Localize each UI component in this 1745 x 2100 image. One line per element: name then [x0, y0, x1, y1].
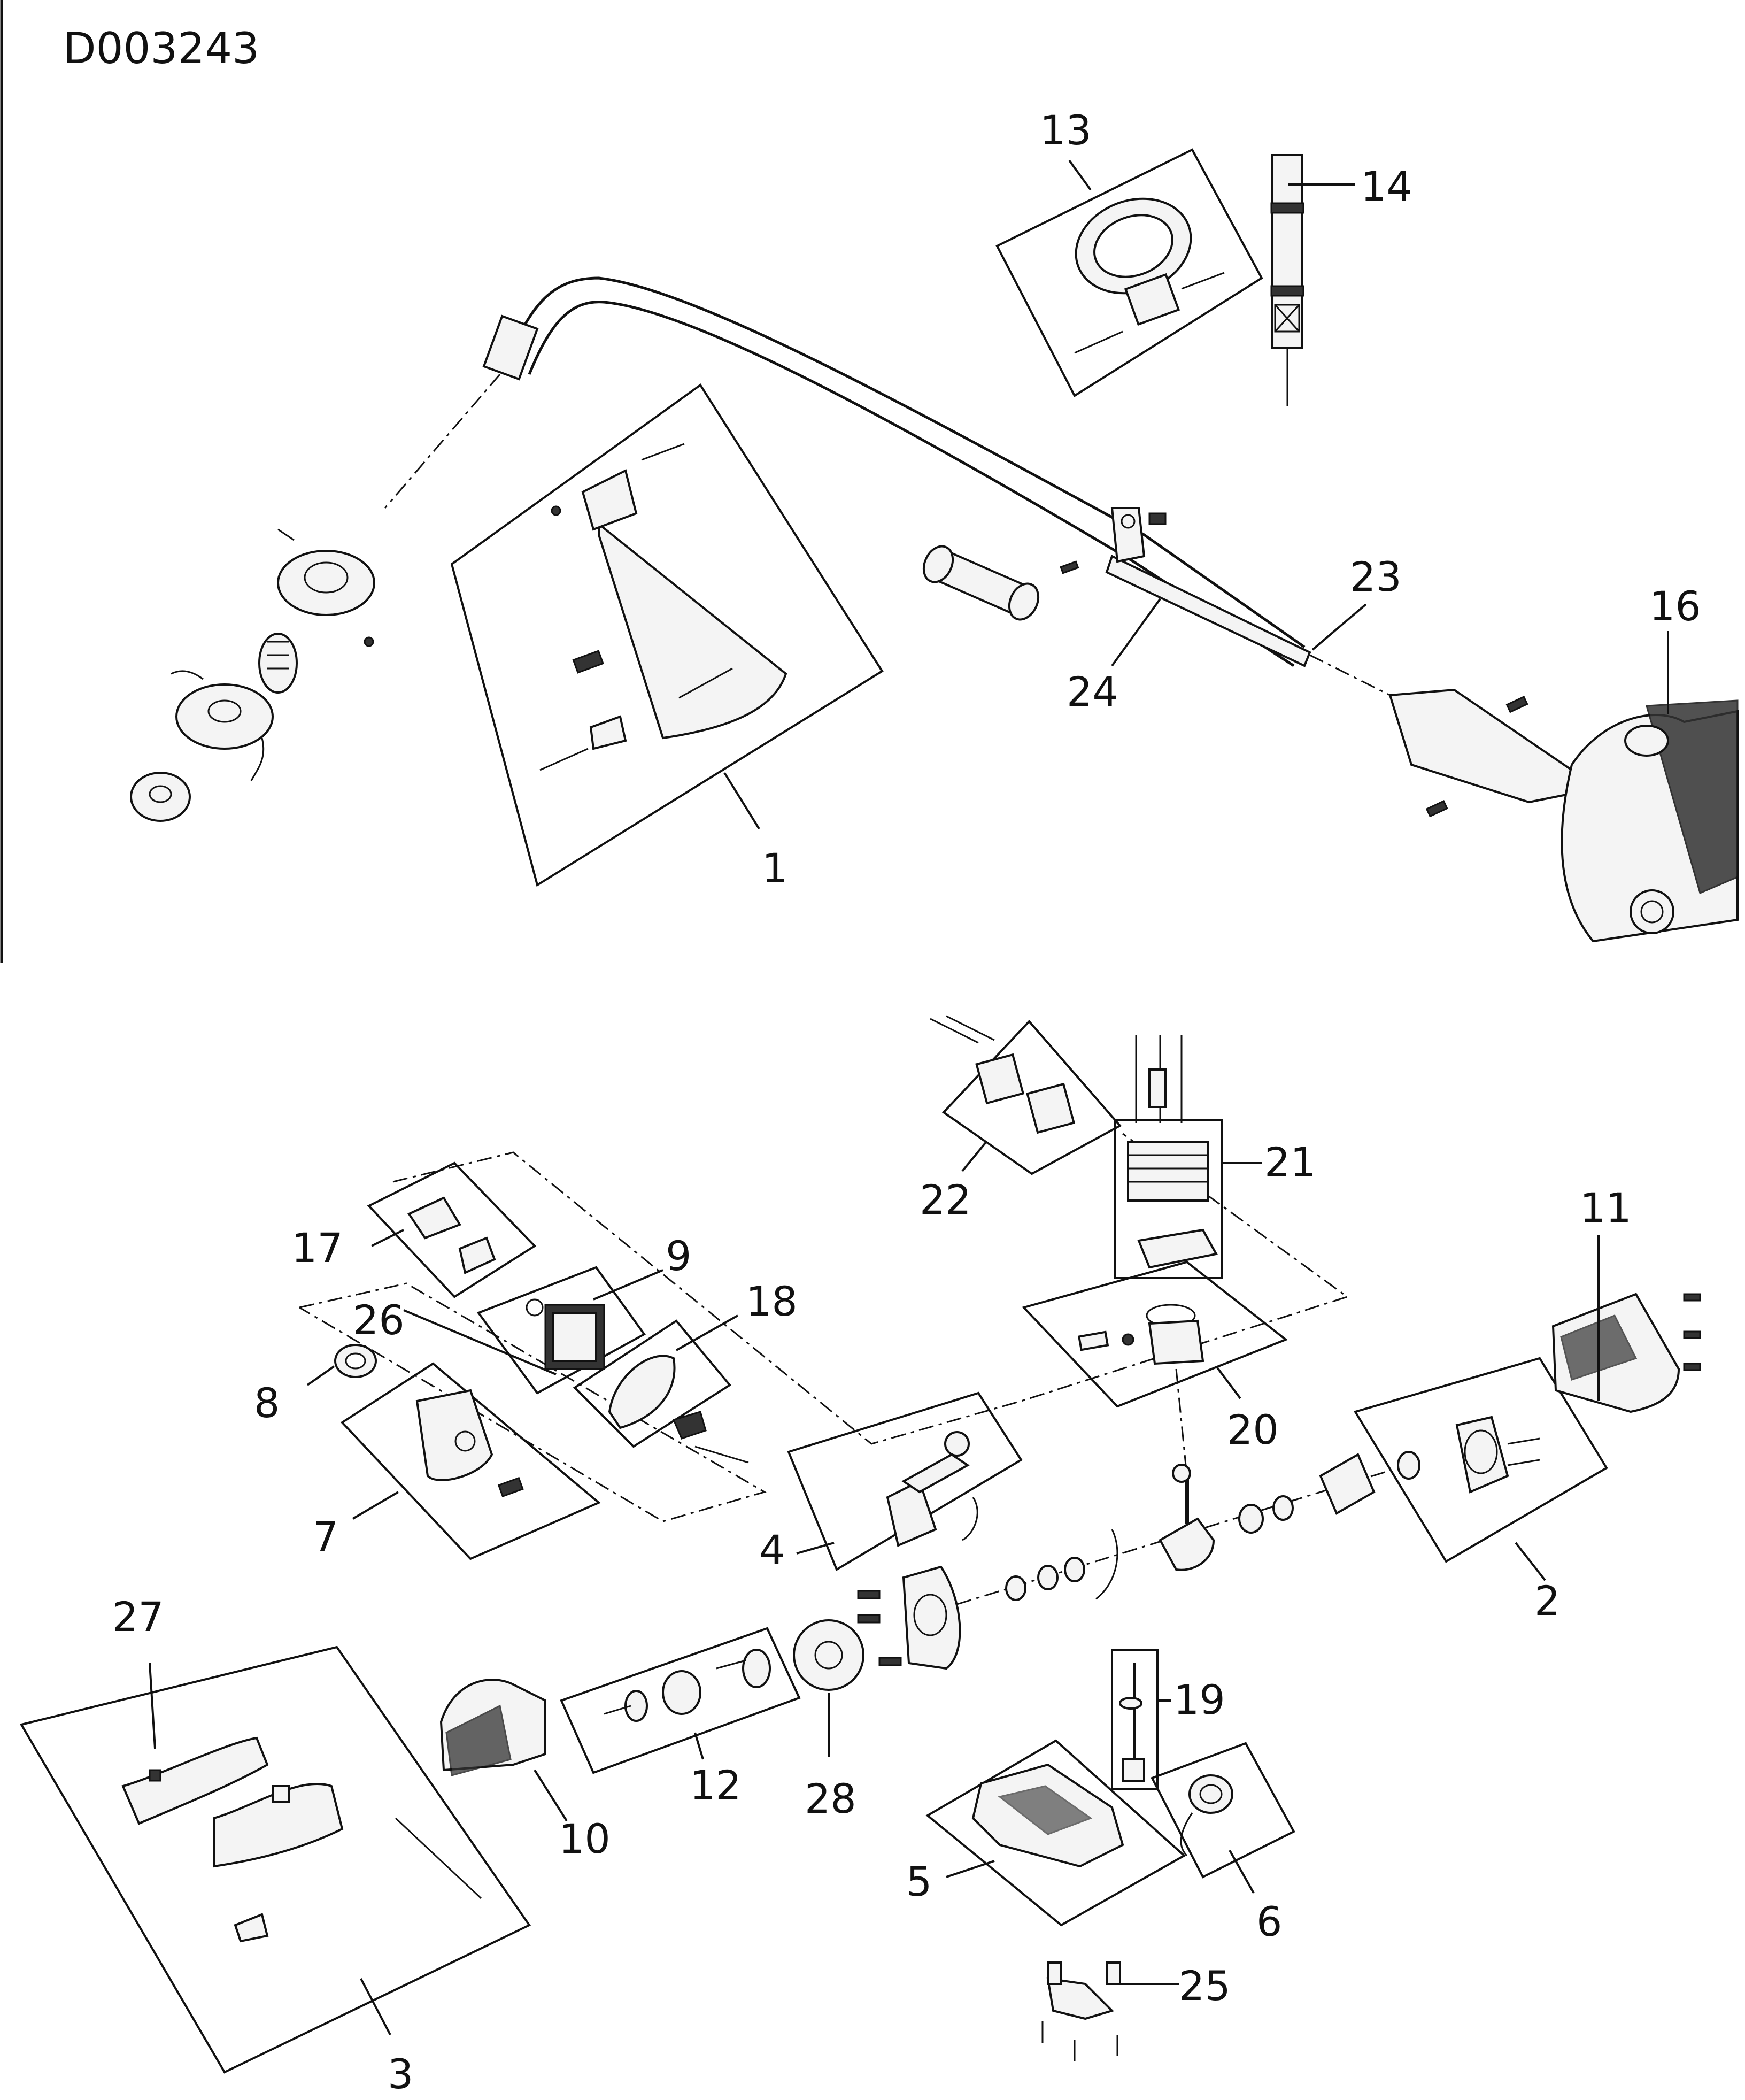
- part-label-18: 18: [746, 1278, 798, 1325]
- part-label-21: 21: [1264, 1139, 1316, 1186]
- part-label-17: 17: [291, 1224, 343, 1272]
- muffler-shield: [1551, 1293, 1701, 1413]
- crankcase-group: [1353, 1357, 1608, 1563]
- ignition-group: [930, 1015, 1122, 1175]
- fuel-line-group: [1111, 1649, 1159, 1790]
- part-label-24: 24: [1067, 668, 1118, 716]
- fan-housing: [439, 1679, 546, 1776]
- part-label-2: 2: [1534, 1577, 1560, 1625]
- part-label-25: 25: [1179, 1962, 1231, 2010]
- part-label-28: 28: [805, 1775, 856, 1822]
- carb-gasket-group: [367, 1161, 537, 1298]
- part-label-4: 4: [759, 1526, 785, 1574]
- cylinder-group: [1114, 1035, 1223, 1279]
- shaft-tube-assembly: [384, 276, 1401, 702]
- air-filter-cover-group: [340, 1362, 601, 1560]
- part-label-6: 6: [1256, 1898, 1282, 1945]
- flywheel-assembly: [793, 1565, 961, 1691]
- fuel-tank-group: [925, 1739, 1186, 1927]
- part-label-22: 22: [920, 1176, 971, 1224]
- leader-lines: [149, 159, 1669, 2035]
- engine-assembly: [1388, 688, 1739, 943]
- part-label-20: 20: [1227, 1406, 1279, 1453]
- part-label-5: 5: [906, 1858, 932, 1905]
- grip-sleeve: [922, 545, 1079, 621]
- piston-group: [1022, 1260, 1288, 1476]
- air-filter-base-group: [573, 1319, 749, 1464]
- ignition-coil-group: [787, 1391, 1023, 1571]
- part-label-3: 3: [388, 2050, 413, 2098]
- bracket-part: [1041, 1961, 1121, 2061]
- part-label-13: 13: [1040, 106, 1092, 154]
- handle-housing-group: [19, 1645, 531, 2074]
- part-label-9: 9: [666, 1232, 691, 1280]
- part-label-27: 27: [112, 1593, 164, 1641]
- guard-group: [450, 383, 884, 887]
- sub-assembly-outlines: [299, 1133, 1349, 1522]
- part-label-12: 12: [690, 1761, 742, 1809]
- fuel-cap-group: [1151, 1742, 1295, 1879]
- part-label-14: 14: [1361, 163, 1412, 210]
- part-label-7: 7: [313, 1513, 338, 1560]
- part-label-26: 26: [353, 1296, 405, 1344]
- part-label-16: 16: [1649, 582, 1701, 630]
- handle-group: [995, 148, 1263, 397]
- part-label-1: 1: [762, 844, 787, 892]
- clutch-group: [560, 1627, 801, 1774]
- strap-part: [1270, 154, 1304, 406]
- part-label-10: 10: [559, 1815, 611, 1863]
- trimmer-head-parts: [130, 528, 375, 822]
- part-label-8: 8: [254, 1379, 280, 1427]
- crankshaft-assembly: [956, 1453, 1391, 1605]
- document-code: D003243: [63, 24, 259, 73]
- bearing-8: [334, 1344, 377, 1378]
- part-label-19: 19: [1173, 1676, 1225, 1724]
- part-label-11: 11: [1580, 1184, 1632, 1232]
- part-labels: 1 2 3 4 5 6 7 8 9 10 11 12 13 14 16 17 1…: [112, 106, 1701, 2098]
- carburetor-group: [476, 1266, 646, 1395]
- part-label-23: 23: [1350, 553, 1402, 601]
